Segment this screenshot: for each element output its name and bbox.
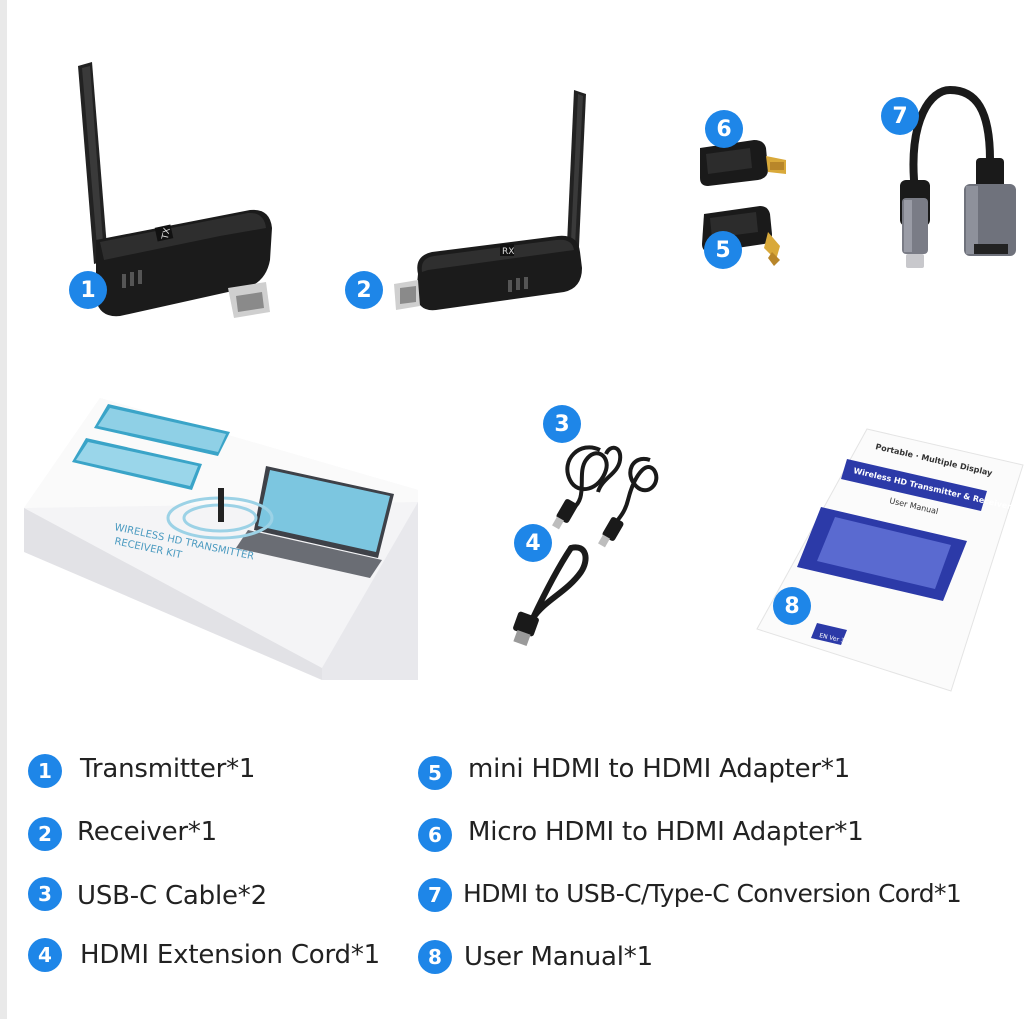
badge-2-receiver: 2 (345, 271, 383, 309)
user-manual-image: Portable · Multiple Display Wireless HD … (756, 428, 1024, 692)
legend-badge-8: 8 (418, 940, 452, 974)
receiver-image: RX (394, 90, 586, 311)
legend-label-4: HDMI Extension Cord*1 (80, 940, 380, 970)
legend-label-6: Micro HDMI to HDMI Adapter*1 (468, 817, 864, 847)
product-box-image: WIRELESS HD TRANSMITTER RECEIVER KIT (24, 398, 418, 680)
legend-badge-3: 3 (28, 877, 62, 911)
micro-hdmi-adapter-image (700, 140, 786, 186)
legend-label-1: Transmitter*1 (80, 754, 256, 784)
badge-1-transmitter: 1 (69, 271, 107, 309)
badge-7-conversion-cord: 7 (881, 97, 919, 135)
receiver-mark: RX (502, 247, 514, 257)
badge-3-usb-c-cable: 3 (543, 405, 581, 443)
transmitter-image: TX (78, 62, 272, 318)
legend-badge-5: 5 (418, 756, 452, 790)
badge-4-hdmi-extension-cord: 4 (514, 524, 552, 562)
legend-label-7: HDMI to USB-C/Type-C Conversion Cord*1 (463, 879, 962, 908)
hdmi-extension-cord-image (513, 544, 589, 647)
usb-c-cable-image (552, 445, 659, 548)
badge-6-micro-adapter: 6 (705, 110, 743, 148)
legend-label-5: mini HDMI to HDMI Adapter*1 (468, 754, 851, 784)
legend-label-3: USB-C Cable*2 (77, 881, 267, 911)
legend-badge-4: 4 (28, 938, 62, 972)
hdmi-to-usb-c-cord-image (900, 85, 1016, 268)
transmitter-mark: TX (161, 227, 173, 241)
legend-badge-6: 6 (418, 818, 452, 852)
legend-label-2: Receiver*1 (77, 817, 218, 847)
legend-badge-1: 1 (28, 754, 62, 788)
badge-5-mini-adapter: 5 (704, 231, 742, 269)
legend-label-8: User Manual*1 (464, 942, 653, 972)
legend-badge-7: 7 (418, 878, 452, 912)
legend-badge-2: 2 (28, 817, 62, 851)
left-edge-strip (0, 0, 7, 1019)
badge-8-user-manual: 8 (773, 587, 811, 625)
